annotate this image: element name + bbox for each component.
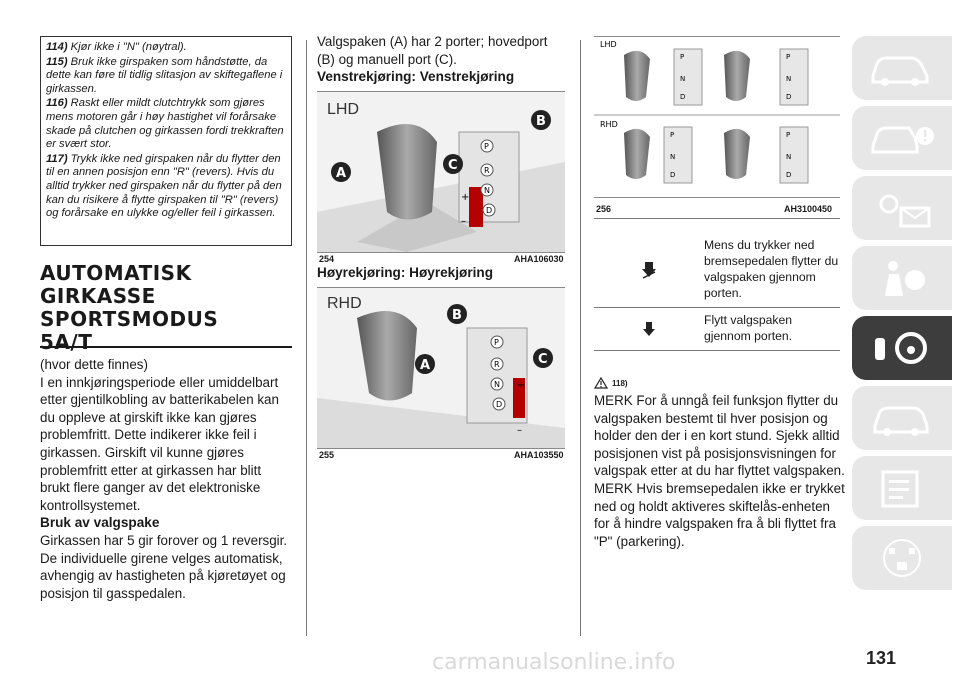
rhd-gear-p: P: [494, 338, 499, 347]
lights-message-icon: [879, 194, 931, 228]
tab-car-info[interactable]: [852, 36, 952, 100]
subheading-rhd: Høyrekjøring: Høyrekjøring: [317, 265, 493, 280]
f256-n4: N: [786, 153, 791, 161]
heading-rule: [40, 346, 292, 348]
page-number: 131: [866, 648, 897, 668]
col3-body: MERK For å unngå feil funksjon flytter d…: [594, 393, 845, 549]
rhd-minus: –: [517, 425, 522, 436]
f256-d2: D: [786, 93, 791, 101]
fig255-num: 255: [319, 450, 335, 460]
tab-key-steering[interactable]: [852, 316, 952, 380]
lhd-minus: –: [461, 216, 466, 227]
lhd-label: LHD: [327, 101, 359, 118]
col1-body: (hvor dette finnes) I en innkjøringsperi…: [40, 356, 294, 602]
key-steering-icon: [875, 332, 927, 364]
table-row: Flytt valgspaken gjennom porten.: [594, 308, 840, 351]
f256-p3: P: [670, 131, 674, 139]
fig254-code: AHA106030: [514, 254, 564, 264]
warning-115: 115) Bruk ikke girspaken som håndstøtte,…: [46, 55, 283, 95]
lhd-plus: +: [461, 192, 469, 203]
callout-a-rhd: A: [420, 358, 430, 373]
chapter-sidebar: [852, 36, 954, 596]
f256-p4: P: [786, 131, 790, 139]
fig256-num: 256: [596, 204, 612, 214]
warning-116: 116) Raskt eller mildt clutchtrykk som g…: [46, 97, 284, 151]
f256-n2: N: [786, 75, 791, 83]
rhd-label: RHD: [327, 295, 362, 312]
lhd-gear-p: P: [484, 142, 489, 151]
warning-triangle-icon: [594, 377, 608, 389]
f256-n1: N: [680, 75, 685, 83]
figure-255-rhd: P R N D + – A B C RHD: [317, 287, 565, 449]
move-arrow-icon: [594, 308, 704, 350]
tab-lights-message[interactable]: [852, 176, 952, 240]
f256-p1: P: [680, 53, 684, 61]
tab-checklist[interactable]: [852, 456, 952, 520]
callout-a: A: [336, 166, 346, 181]
rhd-gear-illustration: P R N D + – A B C RHD: [317, 288, 565, 448]
column-divider: [306, 40, 307, 636]
tab-alphabet-index[interactable]: [852, 526, 952, 590]
rhd-gear-n: N: [494, 380, 500, 389]
f256-d3: D: [670, 171, 675, 179]
fig255-code: AHA103550: [514, 450, 564, 460]
rhd-gear-r: R: [494, 360, 500, 369]
car-warning-icon: [871, 126, 934, 154]
callout-b: B: [536, 114, 546, 129]
tab-car-warning[interactable]: [852, 106, 952, 170]
f256-n3: N: [670, 153, 675, 161]
safety-airbag-icon: [885, 261, 925, 296]
tab-car-service[interactable]: [852, 386, 952, 450]
figure-254-lhd: P R N D + – A C B LHD: [317, 91, 565, 253]
warning-117: 117) Trykk ikke ned girspaken når du fly…: [46, 152, 282, 220]
lhd-gear-d: D: [486, 206, 492, 215]
callout-c: C: [448, 158, 458, 173]
watermark: carmanualsonline.info: [432, 650, 676, 675]
column-divider-2: [580, 40, 581, 636]
car-info-icon: [871, 56, 929, 86]
lhd-gear-illustration: P R N D + – A C B LHD: [317, 92, 565, 252]
alphabet-index-icon: [883, 539, 921, 577]
fig256-code: AH3100450: [784, 204, 833, 214]
f256-d1: D: [680, 93, 685, 101]
warning-114: 114) Kjør ikke i "N" (nøytral).: [46, 41, 187, 53]
rhd-plus: +: [517, 380, 525, 391]
f256-p2: P: [786, 53, 790, 61]
note-ref: 118): [594, 377, 628, 389]
subheading-lhd: Venstrekjøring: Venstrekjøring: [317, 69, 515, 85]
f256-rhd-label: RHD: [600, 120, 618, 129]
checklist-icon: [881, 470, 919, 508]
col2-intro: Valgspaken (A) har 2 porter; hovedport (…: [317, 33, 567, 86]
rhd-gear-d: D: [496, 400, 502, 409]
figure-256: P N D P N D P N D P N D LHD RHD: [594, 36, 840, 198]
car-service-icon: [873, 406, 929, 436]
section-heading: AUTOMATISK GIRKASSE SPORTSMODUS 5A/T: [40, 261, 219, 354]
lhd-rhd-shift-illustration: P N D P N D P N D P N D LHD RHD: [594, 37, 840, 197]
press-arrow-icon: [594, 233, 704, 307]
col2-sub2: Høyrekjøring: Høyrekjøring: [317, 264, 567, 282]
callout-b-rhd: B: [452, 308, 462, 323]
f256-d4: D: [786, 171, 791, 179]
shift-legend-table: Mens du trykker ned bremsepedalen flytte…: [594, 233, 840, 351]
f256-lhd-label: LHD: [600, 40, 617, 49]
warning-box: 114) Kjør ikke i "N" (nøytral). 115) Bru…: [40, 36, 292, 246]
subheading-valgspake: Bruk av valgspake: [40, 515, 160, 531]
table-top-rule: [594, 218, 840, 219]
table-row: Mens du trykker ned bremsepedalen flytte…: [594, 233, 840, 308]
callout-c-rhd: C: [538, 352, 548, 367]
tab-safety[interactable]: [852, 246, 952, 310]
lhd-gear-r: R: [484, 166, 490, 175]
lhd-gear-n: N: [484, 186, 490, 195]
fig254-num: 254: [319, 254, 335, 264]
